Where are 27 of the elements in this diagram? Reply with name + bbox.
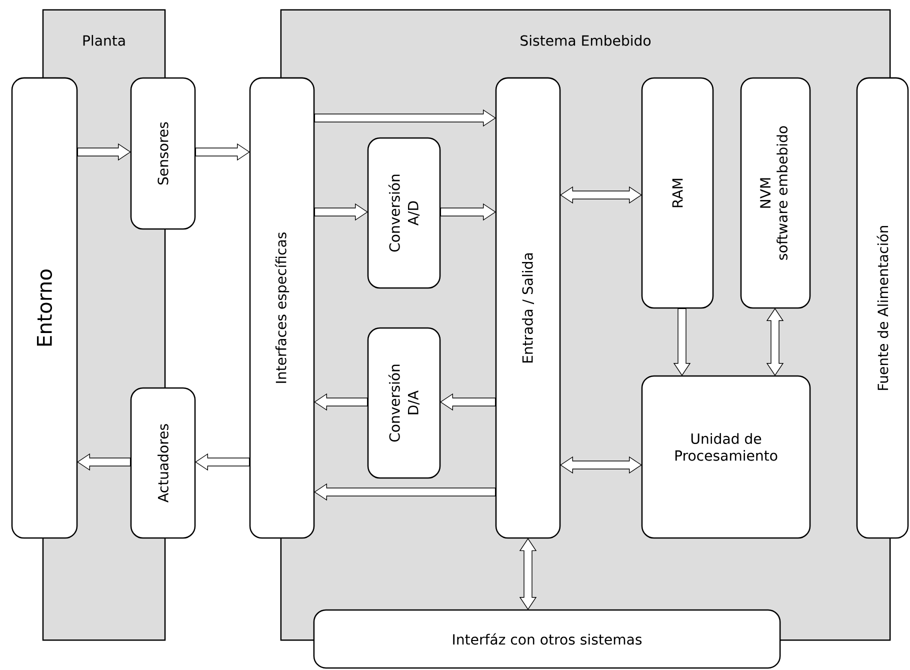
block-arrow [314,393,368,411]
block-arrow [673,308,691,376]
block-box: Sensores [130,77,196,230]
block-box: Entrada / Salida [495,77,561,539]
block-arrow [440,203,496,221]
block-box: Interfaces específicas [249,77,315,539]
block-arrow [560,186,642,204]
block-box: Conversión A/D [367,137,441,289]
block-arrow [314,483,496,501]
block-arrow [440,393,496,411]
block-box: Actuadores [130,387,196,539]
block-arrow [195,453,250,471]
block-arrow [195,143,250,161]
block-box: NVM software embebido [740,77,811,309]
block-arrow [766,308,784,376]
block-arrow [519,538,537,610]
block-box: Conversión D/A [367,327,441,479]
block-box: Fuente de Alimentación [856,77,909,539]
block-arrow [77,453,131,471]
block-arrow [77,143,131,161]
block-box: Entorno [11,77,78,539]
block-box: RAM [641,77,714,309]
block-arrow [314,109,496,127]
block-box: Interfáz con otros sistemas [313,609,781,669]
block-box: Unidad de Procesamiento [641,375,811,539]
block-arrow [560,456,642,474]
block-arrow [314,203,368,221]
